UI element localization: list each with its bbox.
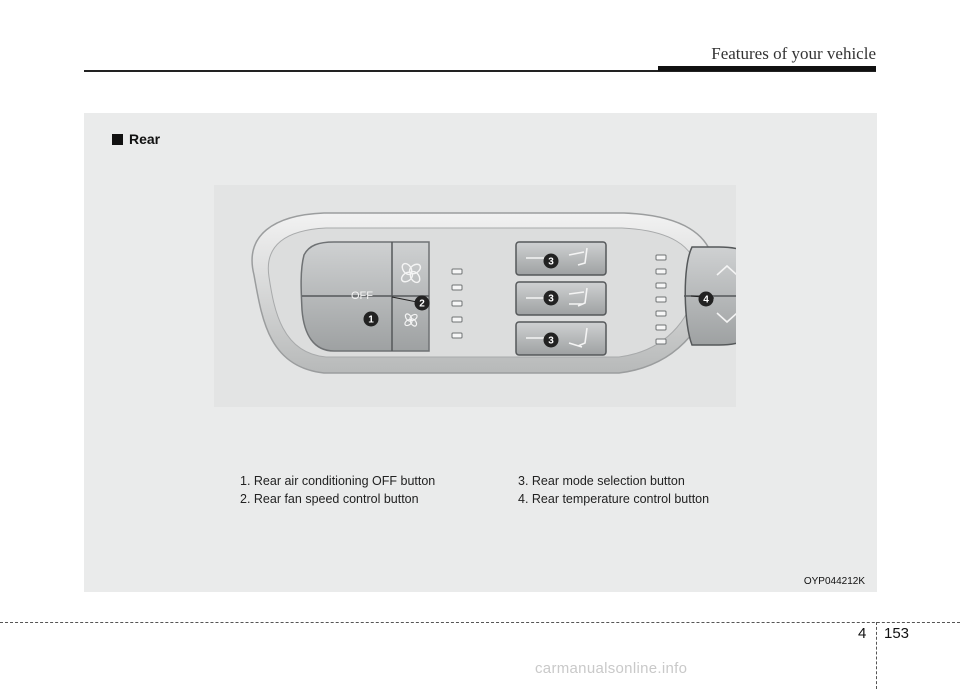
svg-text:1: 1 — [368, 315, 374, 326]
caption-2: 2. Rear fan speed control button — [240, 492, 419, 506]
mode-button-1[interactable] — [515, 241, 607, 276]
vent-mode-icon — [568, 327, 588, 348]
image-code: OYP044212K — [803, 576, 865, 587]
callout-3c: 3 — [543, 332, 559, 348]
svg-text:3: 3 — [548, 294, 554, 305]
rear-climate-control-illustration: OFF — [251, 212, 736, 374]
caption-4: 4. Rear temperature control button — [518, 492, 710, 506]
page-footer-dashed-divider — [876, 622, 877, 689]
section-label: Rear — [112, 131, 160, 147]
chevron-up-icon — [716, 264, 736, 276]
page-footer-dashed-line — [0, 622, 960, 623]
callout-3a: 3 — [543, 253, 559, 269]
svg-text:3: 3 — [548, 336, 554, 347]
fan-icon — [400, 262, 422, 284]
figure-panel: Rear OFF — [84, 113, 877, 592]
chevron-down-icon — [716, 312, 736, 324]
watermark: carmanualsonline.info — [535, 660, 688, 677]
callout-1: 1 — [363, 311, 379, 327]
mode-button-3[interactable] — [515, 321, 607, 356]
vent-mode-icon — [568, 247, 588, 266]
svg-text:4: 4 — [703, 295, 709, 306]
callout-2: 2 — [391, 295, 430, 311]
square-bullet-icon — [112, 134, 123, 145]
header-rule-accent — [658, 66, 876, 71]
page-number: 153 — [884, 625, 910, 642]
header-title: Features of your vehicle — [711, 44, 876, 63]
fan-off-button[interactable]: OFF — [300, 241, 430, 352]
fan-speed-indicators — [451, 268, 463, 339]
vent-mode-icon — [568, 287, 588, 307]
page-section-number: 4 — [858, 625, 867, 642]
fan-small-icon — [404, 313, 418, 327]
caption-3: 3. Rear mode selection button — [518, 474, 685, 488]
mode-button-2[interactable] — [515, 281, 607, 316]
svg-text:3: 3 — [548, 257, 554, 268]
off-label: OFF — [351, 290, 373, 302]
section-label-text: Rear — [129, 131, 161, 147]
caption-1: 1. Rear air conditioning OFF button — [240, 474, 436, 488]
callout-4: 4 — [690, 291, 715, 307]
callout-3b: 3 — [543, 290, 559, 306]
temperature-indicators — [655, 254, 667, 345]
header-rule — [84, 70, 876, 72]
svg-text:2: 2 — [419, 299, 425, 310]
